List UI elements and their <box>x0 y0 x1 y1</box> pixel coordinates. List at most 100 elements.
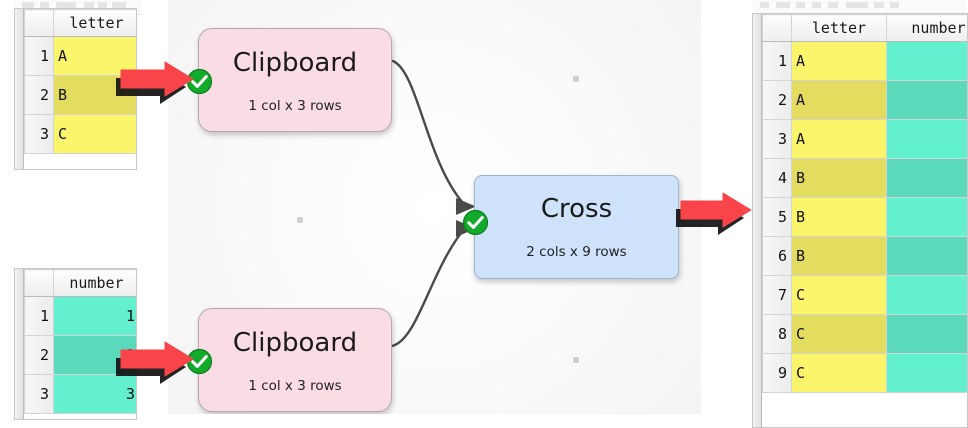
cell-number[interactable]: 3 <box>886 353 967 393</box>
node-cross-subtitle: 2 cols x 9 rows <box>526 244 627 260</box>
cell-letter[interactable]: C <box>791 353 887 393</box>
row-number: 3 <box>762 119 792 159</box>
cell-letter[interactable]: C <box>791 314 887 354</box>
row-number: 9 <box>762 353 792 393</box>
row-header-corner <box>24 269 54 297</box>
table-row[interactable]: 4 B 1 <box>762 158 967 198</box>
node-clipboard-top[interactable]: Clipboard 1 col x 3 rows <box>186 28 392 132</box>
table-row[interactable]: 7 C 1 <box>762 275 967 315</box>
toolbar-icon-ghost <box>812 2 821 8</box>
cell-number[interactable]: 2 <box>886 197 967 237</box>
toolbar-icon-ghost <box>890 2 899 8</box>
cell-letter[interactable]: B <box>791 158 887 198</box>
toolbar-icon-ghost <box>40 2 49 8</box>
toolbar-icon-ghost <box>84 2 94 8</box>
cell-number[interactable]: 1 <box>886 275 967 315</box>
cell-number[interactable]: 3 <box>886 119 967 159</box>
cell-letter[interactable]: B <box>791 197 887 237</box>
table-row[interactable]: 2 A 2 <box>762 80 967 120</box>
node-clipboard-bottom-subtitle: 1 col x 3 rows <box>248 378 342 394</box>
canvas-grid-dot <box>297 217 303 223</box>
sheet-scrollbar-vertical[interactable] <box>753 14 762 427</box>
toolbar-icon-ghost <box>874 2 884 8</box>
row-number: 3 <box>24 114 54 154</box>
row-number: 6 <box>762 236 792 276</box>
table-row[interactable]: 3 3 <box>24 374 136 414</box>
toolbar-icon-ghost <box>776 2 790 8</box>
node-cross-title: Cross <box>540 194 613 224</box>
table-row[interactable]: 6 B 3 <box>762 236 967 276</box>
row-number: 8 <box>762 314 792 354</box>
column-header-letter[interactable]: letter <box>53 9 136 37</box>
cell-number[interactable]: 2 <box>886 314 967 354</box>
toolbar-icon-ghost <box>56 2 76 8</box>
table-row[interactable]: 1 A 1 <box>762 41 967 81</box>
sheet-scrollbar-vertical[interactable] <box>15 9 24 169</box>
cell-letter[interactable]: A <box>791 41 887 81</box>
toolbar-icon-ghost <box>112 2 126 8</box>
letter-input-sheet[interactable]: letter 1 A 2 B 3 C <box>14 8 137 170</box>
wire-clipboard-top-to-cross <box>391 59 465 205</box>
arrow-to-clipboard-top <box>116 61 194 104</box>
cross-input-port-arrow-1 <box>456 198 476 215</box>
arrow-from-cross-to-output <box>676 192 752 235</box>
node-clipboard-bottom-title: Clipboard <box>232 328 358 358</box>
table-header-row: letter <box>24 9 136 37</box>
table-row[interactable]: 8 C 2 <box>762 314 967 354</box>
cell-letter[interactable]: B <box>791 236 887 276</box>
cell-letter[interactable]: A <box>791 119 887 159</box>
node-clipboard-top-title: Clipboard <box>232 48 358 78</box>
sheet-scrollbar-vertical[interactable] <box>15 269 24 419</box>
check-circle-icon <box>186 348 213 375</box>
row-number: 7 <box>762 275 792 315</box>
flow-canvas[interactable]: Clipboard 1 col x 3 rows Cross 2 cols x … <box>168 0 701 414</box>
toolbar-icon-ghost <box>796 2 805 8</box>
canvas-grid-dot <box>573 357 579 363</box>
wire-clipboard-bottom-to-cross <box>390 226 467 348</box>
column-header-letter[interactable]: letter <box>791 14 887 42</box>
cell-number[interactable]: 1 <box>886 41 967 81</box>
cross-output-table[interactable]: letter number 1 A 1 2 A 2 3 A 3 4 B <box>762 14 967 393</box>
cell-number[interactable]: 1 <box>53 296 136 336</box>
cell-letter[interactable]: C <box>53 114 136 154</box>
toolbar-icon-ghost <box>828 2 838 8</box>
table-row[interactable]: 3 C <box>24 114 136 154</box>
cell-number[interactable]: 3 <box>53 374 136 414</box>
number-input-table[interactable]: number 1 1 2 2 3 3 <box>24 269 136 414</box>
column-header-number[interactable]: number <box>53 269 136 297</box>
cell-number[interactable]: 2 <box>886 80 967 120</box>
cell-number[interactable]: 3 <box>886 236 967 276</box>
cell-letter[interactable]: A <box>53 36 136 76</box>
row-number: 2 <box>24 335 54 375</box>
cross-output-body: 1 A 1 2 A 2 3 A 3 4 B 1 5 B 2 <box>762 41 967 393</box>
arrow-to-clipboard-bottom <box>116 341 194 384</box>
row-number: 3 <box>24 374 54 414</box>
node-clipboard-bottom[interactable]: Clipboard 1 col x 3 rows <box>186 308 392 412</box>
toolbar-icon-ghost <box>846 2 868 8</box>
check-circle-icon <box>186 68 213 95</box>
toolbar-icon-ghost <box>22 2 34 8</box>
table-header-row: number <box>24 269 136 297</box>
column-header-number[interactable]: number <box>886 14 967 42</box>
row-number: 5 <box>762 197 792 237</box>
node-clipboard-top-subtitle: 1 col x 3 rows <box>248 98 342 114</box>
number-input-sheet[interactable]: number 1 1 2 2 3 3 <box>14 268 137 420</box>
cell-letter[interactable]: A <box>791 80 887 120</box>
toolbar-icon-ghost <box>760 2 769 8</box>
row-number: 2 <box>762 80 792 120</box>
toolbar-icon-ghost <box>98 2 107 8</box>
row-number: 2 <box>24 75 54 115</box>
table-row[interactable]: 1 A <box>24 36 136 76</box>
row-number: 1 <box>24 36 54 76</box>
table-row[interactable]: 5 B 2 <box>762 197 967 237</box>
row-header-corner <box>24 9 54 37</box>
table-row[interactable]: 1 1 <box>24 296 136 336</box>
table-row[interactable]: 9 C 3 <box>762 353 967 393</box>
row-number: 1 <box>762 41 792 81</box>
cross-output-sheet[interactable]: letter number 1 A 1 2 A 2 3 A 3 4 B <box>752 13 968 428</box>
row-number: 1 <box>24 296 54 336</box>
cell-letter[interactable]: C <box>791 275 887 315</box>
cell-number[interactable]: 1 <box>886 158 967 198</box>
table-row[interactable]: 3 A 3 <box>762 119 967 159</box>
node-cross[interactable]: Cross 2 cols x 9 rows <box>462 175 679 279</box>
